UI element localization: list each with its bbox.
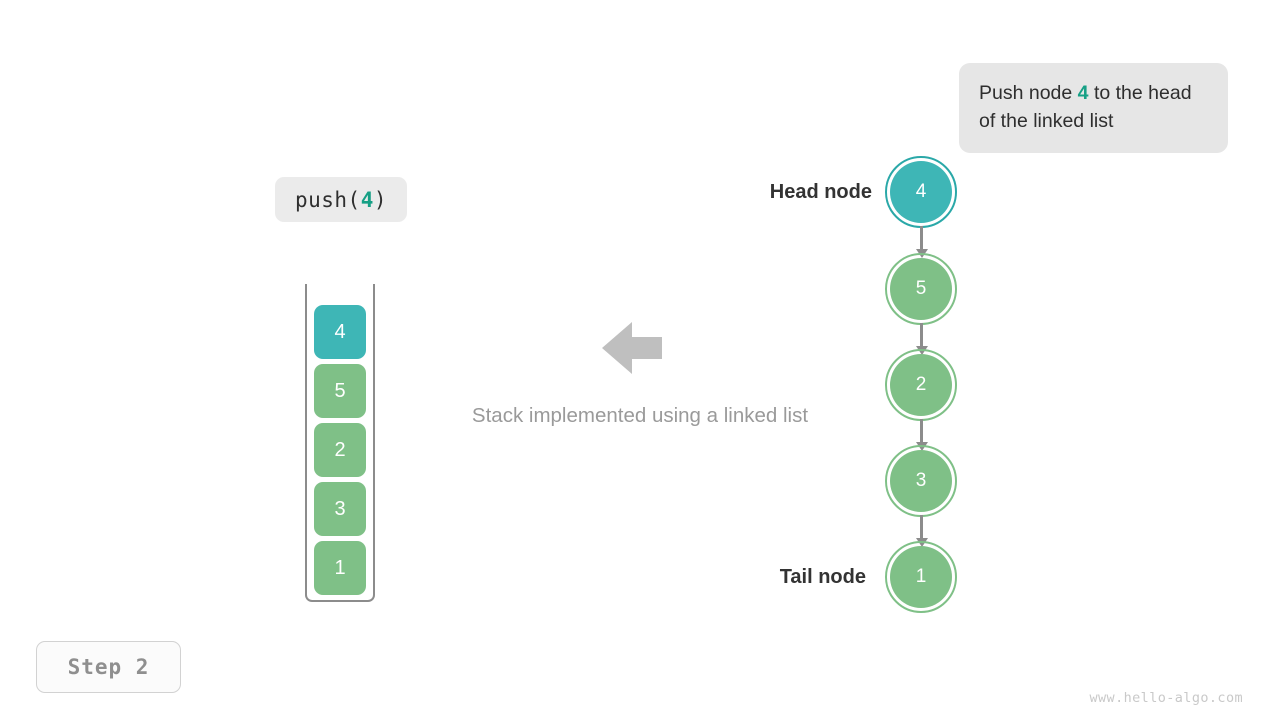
tooltip-prefix: Push node <box>979 82 1078 104</box>
stack-cell: 3 <box>314 482 366 536</box>
tail-node-label: Tail node <box>779 566 866 588</box>
node-value: 1 <box>915 566 927 587</box>
stack-cell-list: 4 5 2 3 1 <box>314 305 366 595</box>
stack-cell: 5 <box>314 364 366 418</box>
step-badge: Step 2 <box>36 641 181 693</box>
explanation-tooltip: Push node 4 to the head of the linked li… <box>959 63 1228 154</box>
node-value: 3 <box>915 470 927 491</box>
stack-cell: 2 <box>314 423 366 477</box>
linked-list-node: 2 <box>885 349 957 421</box>
operation-prefix: push( <box>294 187 361 212</box>
watermark: www.hello-algo.com <box>1089 690 1243 706</box>
operation-value: 4 <box>360 187 374 212</box>
node-value: 4 <box>915 181 927 202</box>
stack-cell: 4 <box>314 305 366 359</box>
stack-cell: 1 <box>314 541 366 595</box>
stack-frame <box>305 284 375 602</box>
stack-cell-value: 1 <box>334 556 346 579</box>
tooltip-suffix: to the head of the linked list <box>979 82 1192 132</box>
node-ring <box>885 541 957 613</box>
stack-cell-value: 2 <box>334 438 346 461</box>
linked-list-container: 4 5 2 3 <box>860 156 990 613</box>
left-arrow-icon <box>602 320 662 381</box>
linked-list-node: 1 <box>885 541 957 613</box>
stack-cell-value: 4 <box>334 320 346 343</box>
stack-cell-value: 5 <box>334 379 346 402</box>
operation-chip: push(4) <box>275 177 407 222</box>
stack-container: 4 5 2 3 1 <box>305 284 375 602</box>
diagram-caption: Stack implemented using a linked list <box>471 404 809 427</box>
node-value: 2 <box>915 374 927 395</box>
tooltip-value: 4 <box>1077 82 1089 104</box>
node-value: 5 <box>915 278 927 299</box>
linked-list-node: 5 <box>885 253 957 325</box>
linked-list-node: 3 <box>885 445 957 517</box>
stack-cell-value: 3 <box>334 497 346 520</box>
operation-suffix: ) <box>373 187 388 212</box>
linked-list-node: 4 <box>885 156 957 228</box>
head-node-label: Head node <box>769 181 872 203</box>
